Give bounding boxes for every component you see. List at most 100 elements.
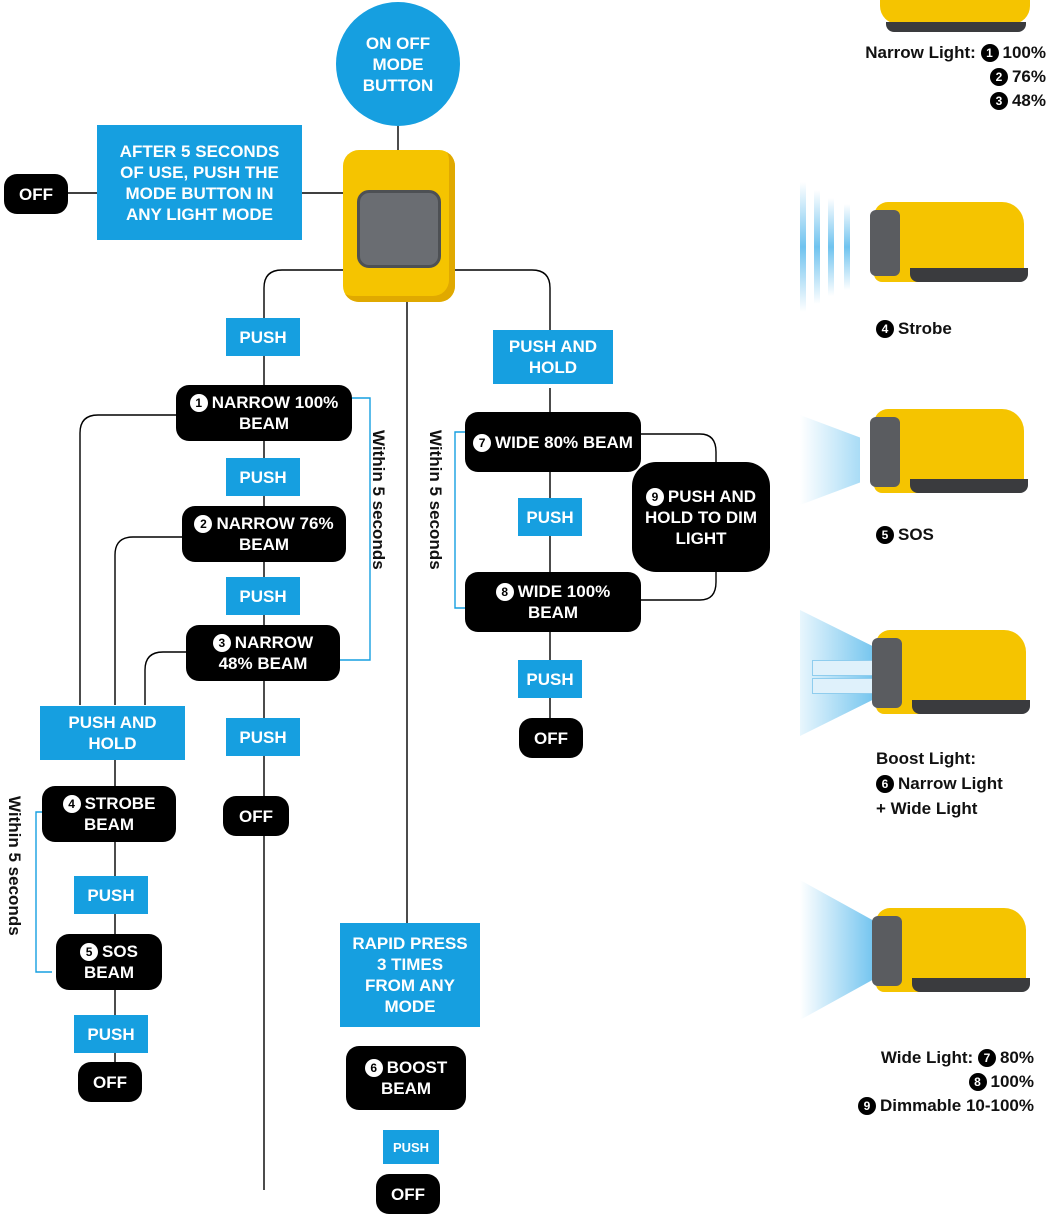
- number-5-badge: 5: [876, 526, 894, 544]
- off-node-boost: OFF: [376, 1174, 440, 1214]
- push-and-hold-text: PUSH AND HOLD: [503, 336, 603, 378]
- push-text: PUSH: [526, 507, 573, 528]
- number-2-badge: 2: [990, 68, 1008, 86]
- sos-lamp-icon: [800, 395, 1030, 525]
- strobe-label: Strobe: [898, 319, 952, 338]
- push-label-d: PUSH: [226, 718, 300, 756]
- push-text: PUSH: [87, 885, 134, 906]
- narrow-1-value: 100%: [1003, 43, 1046, 62]
- boost-light-title: Boost Light:: [876, 748, 1003, 769]
- device-button-icon: [357, 190, 441, 268]
- off-label: OFF: [534, 728, 568, 749]
- number-6-badge: 6: [365, 1059, 383, 1077]
- push-text: PUSH: [393, 1137, 429, 1158]
- number-6-badge: 6: [876, 775, 894, 793]
- wide-8-value: 100%: [991, 1072, 1034, 1091]
- wide-light-title: Wide Light:: [881, 1048, 973, 1067]
- boost-narrow-label: Narrow Light: [898, 774, 1003, 793]
- push-label-c: PUSH: [226, 577, 300, 615]
- number-2-badge: 2: [194, 515, 212, 533]
- wide-80-label: WIDE 80% BEAM: [495, 433, 633, 452]
- push-and-hold-left: PUSH AND HOLD: [40, 706, 185, 760]
- on-off-mode-button: ON OFF MODE BUTTON: [336, 2, 460, 126]
- off-node-top: OFF: [4, 174, 68, 214]
- sos-label: SOS: [898, 525, 934, 544]
- off-label: OFF: [239, 806, 273, 827]
- push-text: PUSH: [526, 669, 573, 690]
- within-5-seconds-wide: Within 5 seconds: [425, 430, 445, 570]
- off-label: OFF: [19, 184, 53, 205]
- off-node-narrow: OFF: [223, 796, 289, 836]
- narrow-48-label: NARROW 48% BEAM: [219, 633, 314, 673]
- push-label-b: PUSH: [226, 458, 300, 496]
- number-1-badge: 1: [981, 44, 999, 62]
- push-text: PUSH: [239, 327, 286, 348]
- number-9-badge: 9: [646, 488, 664, 506]
- strobe-lamp-icon: [800, 182, 1030, 312]
- number-5-badge: 5: [80, 943, 98, 961]
- number-7-badge: 7: [473, 434, 491, 452]
- off-label: OFF: [93, 1072, 127, 1093]
- push-and-hold-text: PUSH AND HOLD: [50, 712, 175, 754]
- wide-9-value: Dimmable 10-100%: [880, 1096, 1034, 1115]
- number-8-badge: 8: [496, 583, 514, 601]
- number-4-badge: 4: [63, 795, 81, 813]
- push-label-a: PUSH: [226, 318, 300, 356]
- strobe-beam-label: STROBE BEAM: [84, 794, 155, 834]
- off-node-sos: OFF: [78, 1062, 142, 1102]
- number-3-badge: 3: [990, 92, 1008, 110]
- after-5-seconds-note: AFTER 5 SECONDS OF USE, PUSH THE MODE BU…: [97, 125, 302, 240]
- rapid-press-label: RAPID PRESS 3 TIMES FROM ANY MODE: [350, 933, 470, 1017]
- wide-light-lamp-icon: [800, 880, 1030, 1020]
- wide-7-value: 80%: [1000, 1048, 1034, 1067]
- narrow-light-lamp-icon: [880, 0, 1030, 34]
- number-7-badge: 7: [978, 1049, 996, 1067]
- number-8-badge: 8: [969, 1073, 987, 1091]
- boost-wide-label: + Wide Light: [876, 798, 1003, 819]
- push-text: PUSH: [87, 1024, 134, 1045]
- push-text: PUSH: [239, 467, 286, 488]
- push-label-e: PUSH: [74, 876, 148, 914]
- number-4-badge: 4: [876, 320, 894, 338]
- narrow-100-label: NARROW 100% BEAM: [212, 393, 339, 433]
- off-label: OFF: [391, 1184, 425, 1205]
- narrow-3-value: 48%: [1012, 91, 1046, 110]
- within-5-seconds-narrow: Within 5 seconds: [368, 430, 388, 570]
- narrow-light-title: Narrow Light:: [865, 43, 976, 62]
- device-icon: [343, 150, 455, 302]
- boost-lamp-icon: [800, 608, 1030, 738]
- push-label-f: PUSH: [74, 1015, 148, 1053]
- number-9-badge: 9: [858, 1097, 876, 1115]
- rapid-press-note: RAPID PRESS 3 TIMES FROM ANY MODE: [340, 923, 480, 1027]
- off-node-wide: OFF: [519, 718, 583, 758]
- push-label-g: PUSH: [518, 498, 582, 536]
- push-and-hold-right: PUSH AND HOLD: [493, 330, 613, 384]
- number-3-badge: 3: [213, 634, 231, 652]
- boost-beam-label: BOOST BEAM: [381, 1058, 447, 1098]
- narrow-2-value: 76%: [1012, 67, 1046, 86]
- number-1-badge: 1: [190, 394, 208, 412]
- wide-100-label: WIDE 100% BEAM: [518, 582, 611, 622]
- push-text: PUSH: [239, 727, 286, 748]
- push-label-i: PUSH: [383, 1130, 439, 1164]
- within-5-seconds-strobe: Within 5 seconds: [4, 796, 24, 936]
- push-label-h: PUSH: [518, 660, 582, 698]
- on-off-label: ON OFF MODE BUTTON: [342, 33, 454, 96]
- push-text: PUSH: [239, 586, 286, 607]
- narrow-76-label: NARROW 76% BEAM: [216, 514, 333, 554]
- after-5-seconds-label: AFTER 5 SECONDS OF USE, PUSH THE MODE BU…: [109, 141, 290, 225]
